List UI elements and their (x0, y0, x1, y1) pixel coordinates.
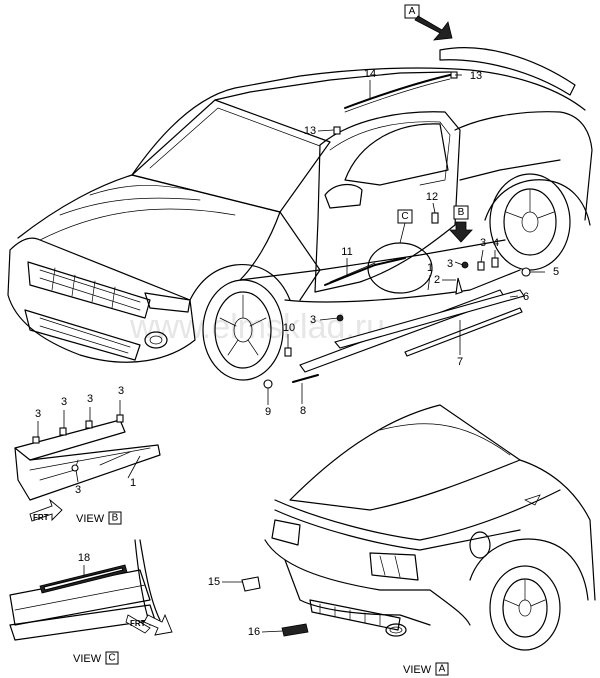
callout-3-vb2: 3 (61, 396, 67, 408)
callout-3-vb1: 3 (35, 408, 41, 420)
callout-3-c: 3 (310, 314, 316, 326)
callout-3-b: 3 (480, 237, 486, 249)
frt-label-c: FRT (130, 619, 146, 628)
callout-11: 11 (341, 246, 352, 258)
view-b-illustration: FRT (14, 400, 161, 522)
view-a-arrow: A (404, 4, 453, 41)
callout-5: 5 (553, 266, 559, 278)
callout-9: 9 (265, 406, 271, 418)
view-b-caption: VIEW B (76, 511, 122, 525)
callout-1-vb: 1 (130, 477, 136, 489)
view-a-caption: VIEW A (403, 662, 449, 676)
callout-3-a: 3 (447, 258, 453, 270)
view-a-letter: A (439, 664, 446, 675)
callout-7: 7 (457, 356, 463, 368)
callout-3-vb5: 3 (75, 484, 81, 496)
view-b-ref-label: B (458, 207, 465, 218)
callout-numbers: 14 13 13 12 11 1 2 3 3 4 5 6 7 10 3 9 8 … (35, 68, 559, 638)
callout-14: 14 (364, 68, 376, 80)
view-a-illustration (222, 404, 596, 651)
callout-13-rear: 13 (470, 70, 482, 82)
callout-3-vb4: 3 (118, 385, 124, 397)
view-b-arrow: B (449, 205, 473, 243)
callout-13-front: 13 (304, 125, 316, 137)
main-car-illustration (7, 47, 593, 389)
callout-4: 4 (493, 237, 499, 249)
callout-2: 2 (434, 274, 440, 286)
callout-18: 18 (78, 552, 90, 564)
callout-12: 12 (426, 191, 438, 203)
callout-15: 15 (208, 576, 220, 588)
view-a-prefix: VIEW (403, 664, 432, 676)
view-c-ref-label: C (401, 211, 408, 222)
callout-3-vb3: 3 (87, 393, 93, 405)
callout-6: 6 (523, 291, 529, 303)
view-c-letter: C (108, 653, 115, 664)
leader-lines-main (267, 74, 545, 405)
frt-label-b: FRT (33, 513, 49, 522)
view-b-prefix: VIEW (76, 513, 105, 525)
view-b-letter: B (112, 513, 119, 524)
callout-8: 8 (300, 405, 306, 417)
view-c-illustration: FRT (9, 539, 173, 641)
view-a-ref-label: A (409, 6, 416, 17)
view-c-caption: VIEW C (73, 651, 119, 665)
callout-10: 10 (283, 322, 295, 334)
callout-16: 16 (248, 626, 260, 638)
callout-1-main: 1 (427, 262, 433, 274)
view-c-ref: C (397, 209, 413, 244)
view-c-prefix: VIEW (73, 653, 102, 665)
